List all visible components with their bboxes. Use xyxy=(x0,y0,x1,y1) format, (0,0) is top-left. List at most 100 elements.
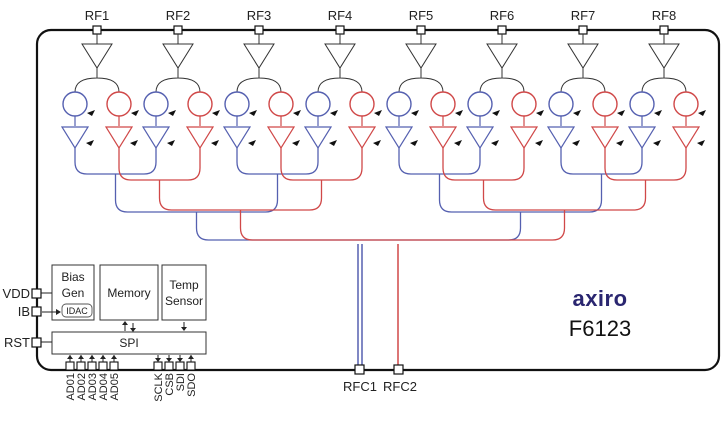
rf-pad xyxy=(416,25,426,35)
rf-port-label: RF5 xyxy=(409,8,434,23)
spi-pin-pad xyxy=(175,361,185,371)
arrow-head xyxy=(122,321,136,332)
control-arrow xyxy=(87,110,95,116)
red-combiner-l1 xyxy=(442,148,525,181)
split-wire xyxy=(560,68,606,93)
logo: axiro F6123 xyxy=(569,286,631,341)
rf-port-labels: RF1 RF2 RF3 RF4 RF5 RF6 RF7 RF8 xyxy=(85,8,677,23)
rf-port-label: RF3 xyxy=(247,8,272,23)
phase-shifter-red xyxy=(268,91,294,117)
spi-pin-pad xyxy=(186,361,196,371)
rf-pad xyxy=(659,25,669,35)
spi-pin-label: CSB xyxy=(164,373,176,396)
phase-shifter-red xyxy=(349,91,375,117)
phase-shifter-blue xyxy=(224,91,250,117)
control-arrow xyxy=(86,140,94,146)
vga-red-triangle xyxy=(104,126,134,150)
split-wire xyxy=(236,68,282,93)
temp-sensor-block xyxy=(161,264,207,321)
vga-blue-triangle xyxy=(141,126,171,150)
control-arrow xyxy=(167,140,175,146)
red-combiner-l2 xyxy=(482,180,647,211)
control-arrow xyxy=(330,110,338,116)
vga-blue-triangle xyxy=(384,126,414,150)
rf-port-label: RF2 xyxy=(166,8,191,23)
vdd-label: VDD xyxy=(3,286,30,301)
rf-pad xyxy=(92,25,102,35)
spi-pin-label: SDI xyxy=(175,373,187,391)
spi-pin-pad xyxy=(65,361,75,371)
phase-shifter-red xyxy=(673,91,699,117)
split-wire xyxy=(641,68,687,93)
split-wire xyxy=(479,68,525,93)
vga-red-triangle xyxy=(671,126,701,150)
input-lna-triangle xyxy=(486,43,518,69)
left-pins: VDD IB RST xyxy=(3,286,52,350)
input-lna-triangle xyxy=(405,43,437,69)
control-arrow xyxy=(616,140,624,146)
part-number: F6123 xyxy=(569,316,631,341)
control-arrow xyxy=(536,110,544,116)
input-lna-triangle xyxy=(243,43,275,69)
vga-blue-triangle xyxy=(546,126,576,150)
control-arrow xyxy=(293,110,301,116)
spi-label: SPI xyxy=(119,336,138,350)
blue-combiner-l1 xyxy=(74,148,157,175)
split-wire xyxy=(317,68,363,93)
control-arrow xyxy=(374,110,382,116)
rf-channels xyxy=(60,25,706,150)
rfc1-pad xyxy=(354,364,365,375)
chip-outline xyxy=(35,28,721,372)
control-arrow xyxy=(410,140,418,146)
phase-shifter-red xyxy=(511,91,537,117)
spi-pin-pad xyxy=(109,361,119,371)
temp-label-1: Temp xyxy=(169,278,199,292)
phase-shifter-red xyxy=(430,91,456,117)
input-lna-triangle xyxy=(324,43,356,69)
phase-shifter-blue xyxy=(386,91,412,117)
control-arrow xyxy=(292,140,300,146)
control-arrow xyxy=(168,110,176,116)
spi-pin-arrow xyxy=(177,358,183,362)
ib-label: IB xyxy=(18,304,30,319)
vga-blue-triangle xyxy=(627,126,657,150)
spi-pin-arrow xyxy=(67,355,73,359)
control-arrow xyxy=(492,110,500,116)
control-arrow xyxy=(654,110,662,116)
idac-label: IDAC xyxy=(66,306,88,316)
control-arrow xyxy=(249,110,257,116)
split-wire xyxy=(74,68,120,93)
spi-pin-label: AD04 xyxy=(98,373,110,401)
arrow-head xyxy=(181,327,187,331)
blue-combiner-l1 xyxy=(236,148,319,175)
ib-pad xyxy=(31,306,42,317)
rf-port-label: RF8 xyxy=(652,8,677,23)
rf-pad xyxy=(335,25,345,35)
spi-pin-label: SDO xyxy=(186,373,198,397)
rst-label: RST xyxy=(4,335,30,350)
memory-block xyxy=(99,264,159,321)
red-combiner-l1 xyxy=(604,148,687,181)
spi-pin-arrow xyxy=(166,358,172,362)
vga-red-triangle xyxy=(509,126,539,150)
combiner-trees xyxy=(74,148,687,241)
control-arrow xyxy=(211,140,219,146)
control-arrow xyxy=(617,110,625,116)
control-arrow xyxy=(698,110,706,116)
spi-pin-arrow xyxy=(111,355,117,359)
arrow-head xyxy=(56,309,61,315)
rfc2-label: RFC2 xyxy=(383,379,417,394)
vdd-pad xyxy=(31,288,42,299)
rf-pad xyxy=(578,25,588,35)
blue-combiner-l3 xyxy=(195,212,522,241)
control-arrow xyxy=(131,110,139,116)
spi-block xyxy=(51,331,207,355)
rf-pad xyxy=(173,25,183,35)
spi-pin-arrow xyxy=(155,358,161,362)
input-lna-triangle xyxy=(81,43,113,69)
split-wire xyxy=(398,68,444,93)
brand-logo: axiro xyxy=(572,286,627,311)
rf-port-label: RF7 xyxy=(571,8,596,23)
